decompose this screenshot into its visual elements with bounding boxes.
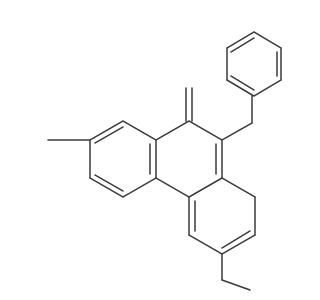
bond xyxy=(230,75,255,91)
bond xyxy=(122,177,157,198)
bond xyxy=(94,174,124,192)
bond xyxy=(221,122,253,141)
bond xyxy=(188,177,223,198)
bond xyxy=(221,230,251,249)
bond xyxy=(89,177,124,198)
bond xyxy=(94,126,124,144)
bond xyxy=(155,177,190,198)
bond xyxy=(221,234,256,255)
molecule-diagram xyxy=(47,31,282,291)
bonds xyxy=(47,31,282,291)
bond xyxy=(226,31,255,49)
bond xyxy=(253,31,282,49)
bond xyxy=(89,120,124,141)
bond xyxy=(122,120,157,141)
structure-svg xyxy=(47,31,282,291)
bond xyxy=(221,279,251,291)
bond xyxy=(253,79,282,97)
bond xyxy=(188,120,223,141)
bond xyxy=(155,120,190,141)
bond xyxy=(230,37,255,53)
bond xyxy=(188,234,223,255)
bond xyxy=(226,79,255,97)
bond xyxy=(221,177,256,198)
